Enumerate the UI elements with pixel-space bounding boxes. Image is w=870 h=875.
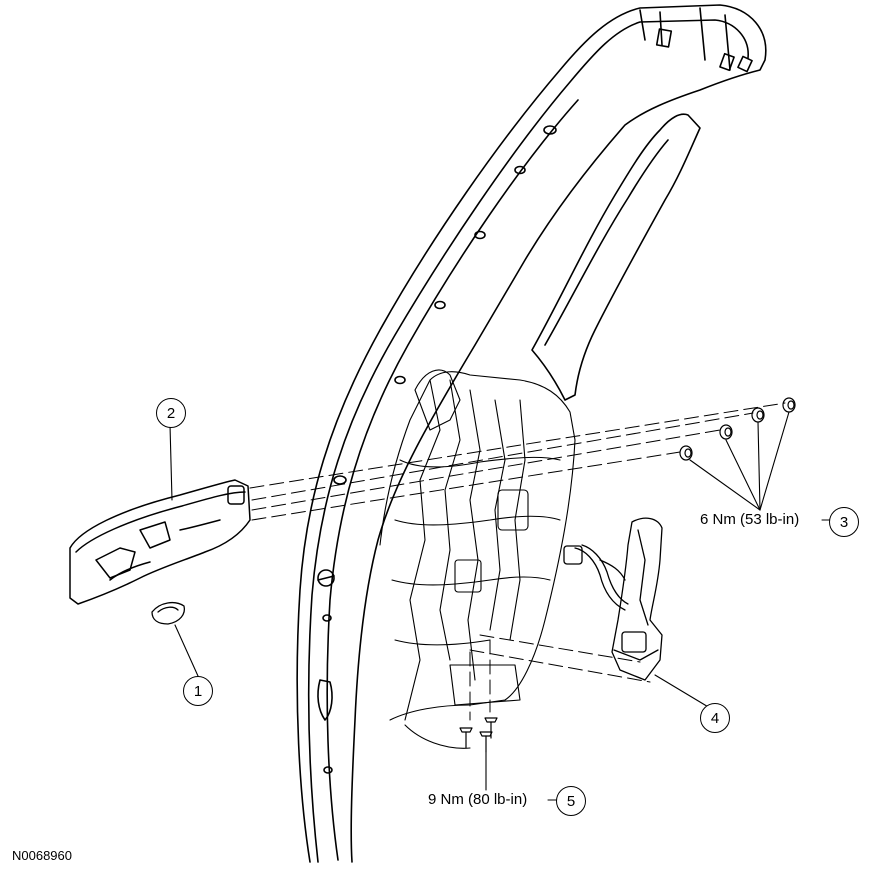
nut	[679, 445, 693, 461]
nut	[751, 407, 765, 423]
callout-3: 3	[829, 507, 859, 537]
nut	[719, 424, 733, 440]
screw	[479, 731, 493, 753]
door-latch	[563, 517, 663, 681]
torque-label-3: 6 Nm (53 lb-in)	[700, 511, 800, 528]
screws	[459, 717, 498, 753]
callout-2: 2	[156, 398, 186, 428]
callout-5: 5	[556, 786, 586, 816]
nuts	[679, 397, 796, 461]
alignment-lines	[249, 402, 786, 721]
interior-handle-housing	[69, 479, 251, 605]
callout-4: 4	[700, 703, 730, 733]
screw	[459, 727, 473, 749]
door-frame	[296, 4, 767, 863]
handle-bezel	[151, 601, 186, 625]
callout-1: 1	[183, 676, 213, 706]
inner-panel	[379, 369, 576, 749]
torque-label-5: 9 Nm (80 lb-in)	[428, 791, 528, 808]
nut	[782, 397, 796, 413]
figure-id: N0068960	[12, 848, 72, 863]
leader-lines	[169, 411, 837, 801]
